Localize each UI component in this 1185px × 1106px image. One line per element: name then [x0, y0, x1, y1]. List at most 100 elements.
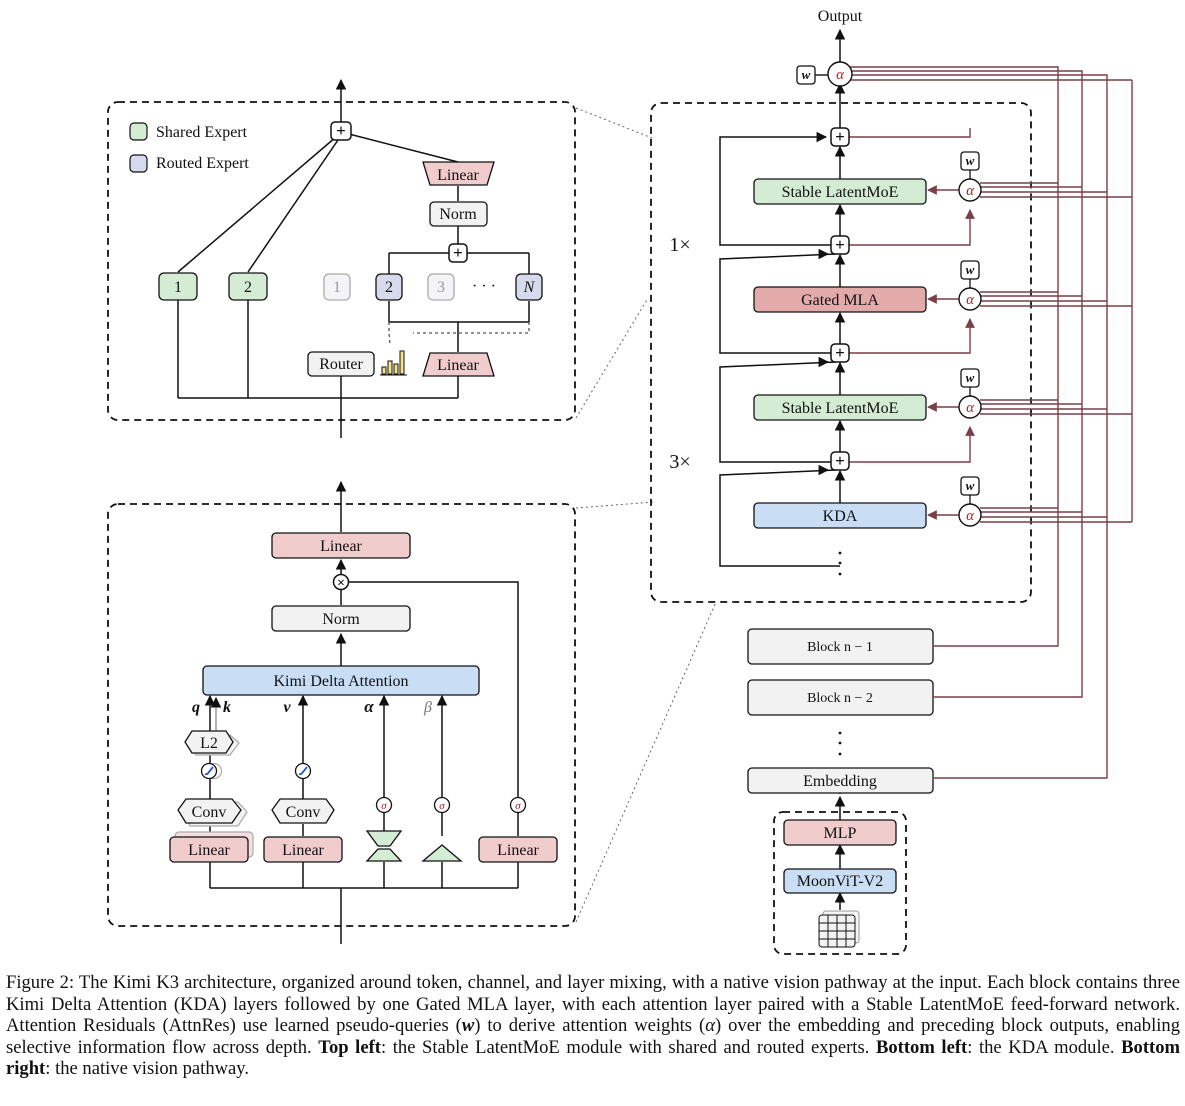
kda-conv-1-label: Conv	[192, 804, 227, 821]
legend-routed-swatch	[129, 154, 148, 173]
kda-layer-label: KDA	[823, 508, 858, 525]
stack-continuation-dots	[838, 551, 842, 576]
gated-mla-label: Gated MLA	[801, 292, 879, 309]
moe-sum-node	[330, 121, 352, 141]
w-box-2-label: w	[966, 262, 975, 277]
layer-alpha-nodes: α w α w α w α w	[958, 151, 982, 527]
shared-expert-1-label: 1	[174, 279, 182, 296]
embedding-label: Embedding	[803, 773, 877, 790]
moe-linear-top-trapezoid	[422, 161, 495, 186]
output-w-box	[796, 65, 816, 85]
kda-v-label: v	[283, 699, 291, 716]
vision-panel-border	[773, 811, 907, 955]
w-box-4	[960, 476, 980, 496]
legend-shared-label: Shared Expert	[156, 124, 248, 141]
image-patch-icon	[818, 910, 860, 948]
sum-node-4	[830, 451, 850, 471]
routed-expert-1-label: 1	[333, 279, 341, 296]
sum-node-1	[830, 127, 850, 147]
router-scores-icon	[380, 350, 407, 376]
w-box-3	[960, 368, 980, 388]
legend-shared-swatch	[129, 122, 148, 141]
gated-mla-box	[753, 286, 927, 313]
caption-top-left-label: Top left	[318, 1036, 381, 1058]
repeat-1x-label: 1×	[669, 234, 690, 256]
kda-sigma-alpha-label: σ	[381, 800, 387, 812]
sum-node-3-symbol: +	[835, 343, 845, 362]
caption-bottom-right-label: Bottom right	[6, 1036, 1180, 1080]
block-n-minus-2-label: Block n − 2	[807, 691, 873, 706]
alpha-node-3-label: α	[966, 400, 975, 416]
block-panel-border	[650, 102, 1032, 603]
routed-expert-1-inactive	[323, 273, 351, 301]
caption-text-4: : the Stable LatentMoE module with share…	[381, 1036, 876, 1058]
moe-sum-symbol: +	[336, 121, 346, 140]
caption-bottom-left-label: Bottom left	[875, 1036, 968, 1058]
kda-l2-octagon	[184, 730, 234, 754]
mlp-label: MLP	[824, 825, 857, 842]
moonvit-box	[783, 868, 897, 894]
residual-arrowheads	[818, 248, 830, 476]
kda-swish-icon-v	[294, 762, 312, 780]
caption-text-6: : the native vision pathway.	[45, 1058, 250, 1079]
routed-expert-3-label: 3	[437, 279, 445, 296]
sum-node-1-symbol: +	[835, 127, 845, 146]
kda-l2-label: L2	[200, 735, 218, 752]
mlp-box	[783, 819, 897, 846]
sum-node-4-symbol: +	[835, 451, 845, 470]
output-alpha-label: α	[836, 67, 845, 83]
kda-alpha-label: α	[364, 697, 374, 716]
shared-expert-2-label: 2	[244, 279, 252, 296]
kda-beta-proj	[421, 844, 463, 862]
kda-conv-2-octagon	[271, 798, 335, 824]
stable-latentmoe-bottom-label: Stable LatentMoE	[782, 400, 899, 417]
kda-beta-label: β	[423, 699, 432, 716]
caption-text-1: The Kimi K3 architecture, organized arou…	[6, 972, 1180, 1036]
embedding-box	[747, 767, 934, 794]
kda-conv-2-label: Conv	[286, 804, 321, 821]
block-n-minus-1-label: Block n − 1	[807, 640, 873, 655]
alpha-node-2-label: α	[966, 292, 975, 308]
moe-linear-bottom-trapezoid	[422, 352, 495, 377]
router-dashed-links	[388, 322, 530, 345]
kda-conv-1-octagon	[177, 798, 242, 824]
kda-norm-label: Norm	[322, 611, 360, 628]
caption-text-5: : the KDA module.	[967, 1036, 1122, 1058]
w-box-1	[960, 151, 980, 171]
legend-routed-label: Routed Expert	[156, 155, 249, 172]
kda-linear-2-box	[263, 836, 343, 863]
caption-figure-label: Figure 2:	[6, 972, 75, 993]
repeat-3x-label: 3×	[669, 451, 690, 473]
routed-expert-ellipsis: · · ·	[472, 278, 496, 295]
kda-sigma-gate-label: σ	[515, 800, 521, 812]
trunk-wires	[719, 28, 846, 910]
caption-alpha-symbol: α	[705, 1015, 715, 1036]
moe-norm-label: Norm	[439, 206, 477, 223]
kda-sigma-beta	[433, 796, 451, 814]
kda-panel-border	[107, 503, 576, 927]
attnres-wires	[849, 66, 1133, 779]
kda-gate-multiply	[332, 573, 350, 591]
kda-swish-icon-qk	[200, 762, 223, 780]
sum-node-2-symbol: +	[835, 235, 845, 254]
stable-latentmoe-top-label: Stable LatentMoE	[782, 184, 899, 201]
architecture-diagram: Shared Expert Routed Expert + Linear Nor…	[107, 8, 1133, 955]
output-alpha-node	[827, 61, 853, 87]
kda-linear-1-box	[169, 836, 249, 863]
kda-sigma-beta-label: σ	[439, 800, 445, 812]
latentmoe-wires	[177, 78, 530, 438]
kda-attention-label: Kimi Delta Attention	[273, 673, 408, 690]
moe-norm-box	[429, 201, 488, 227]
kda-linear-3-label: Linear	[497, 842, 539, 859]
routed-expert-2-label: 2	[385, 279, 393, 296]
kda-sigma-alpha	[375, 796, 393, 814]
caption-text-3: ) over the embedding and preceding block…	[6, 1015, 1181, 1058]
moe-linear-bottom-label: Linear	[437, 357, 479, 374]
router-label: Router	[319, 356, 363, 373]
moe-linear-top-label: Linear	[437, 167, 479, 184]
sum-node-2	[830, 235, 850, 255]
kda-alpha-down-proj	[365, 830, 403, 847]
caption-w-symbol: w	[461, 1015, 475, 1036]
figure-caption: Figure 2: The Kimi K3 architecture, orga…	[6, 972, 1180, 1080]
routed-expert-3-inactive	[427, 273, 455, 301]
